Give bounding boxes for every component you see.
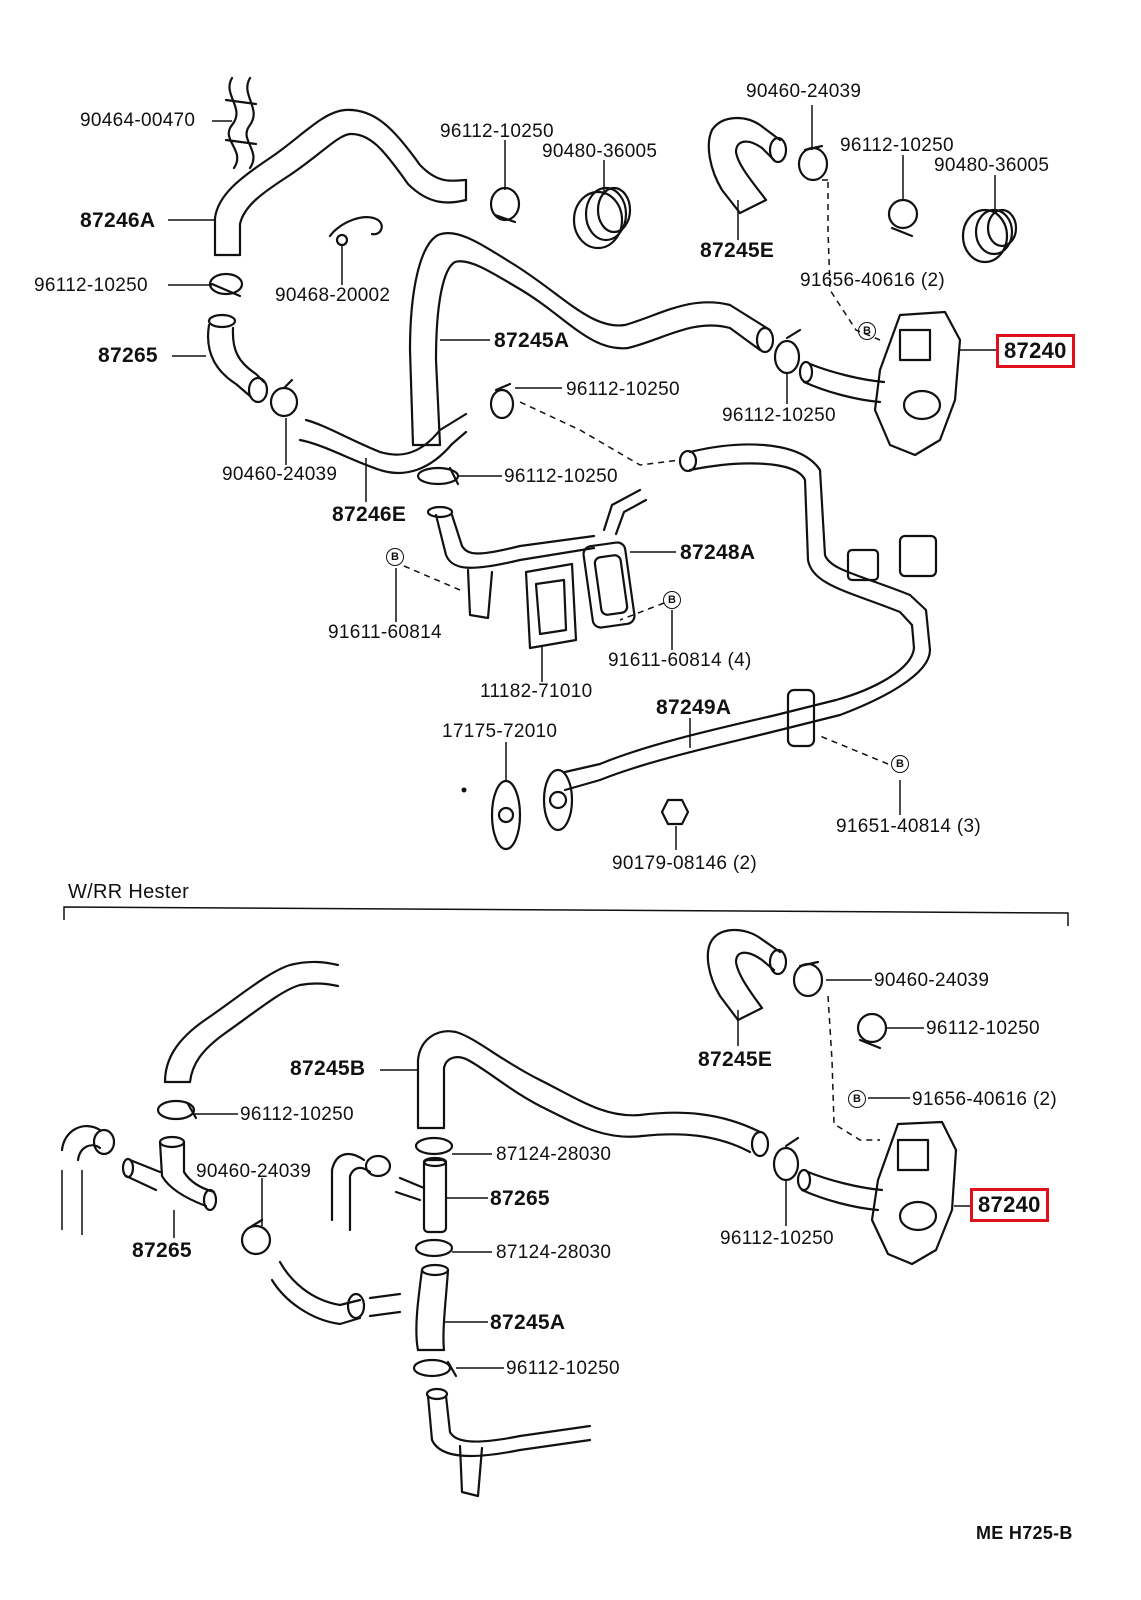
label-87248a: 87248A [680,541,756,564]
label-b-96112-10250-left: 96112-10250 [240,1104,354,1125]
hose-upper-left-bottom [163,960,340,1084]
hose-87245e-bottom [706,928,788,1022]
clamp-b-90460-right [792,960,824,998]
pipe-87248a [426,488,648,629]
clamp-b-left-bottom [240,1218,272,1256]
label-b-90460-24039-left: 90460-24039 [196,1161,312,1182]
clamp-b-87124-bottom [414,1238,454,1258]
label-96112-10250-left: 96112-10250 [34,275,148,296]
clamp-near-valve-top [773,328,802,375]
clamp-b-left-top [156,1099,198,1121]
clamp-90460-left [269,378,299,418]
grommet-right [961,208,1018,264]
hose-87245e-top [707,117,788,215]
section-title: W/RR Hester [68,881,190,903]
label-90460-24039-top-right: 90460-24039 [746,81,862,102]
label-90460-24039-left: 90460-24039 [222,464,338,485]
label-90179-08146: 90179-08146 (2) [612,853,757,874]
clamp-90460-top-right [797,144,829,182]
pipe-87249a [542,443,938,832]
leader-lines-bottom [173,979,970,1369]
label-17175-72010: 17175-72010 [442,721,558,742]
valve-87240-bottom [796,1120,958,1266]
gasket-17175-72010 [490,779,522,851]
bolt-marker-1: B [858,322,876,340]
label-b-96112-10250-bottom: 96112-10250 [506,1358,620,1379]
label-b-87245a: 87245A [490,1311,566,1334]
bolt-marker-4: B [891,755,909,773]
label-87246e: 87246E [332,503,407,526]
grommet-top-center [572,186,632,250]
clamp-center [489,382,515,420]
label-b-90460-24039-right: 90460-24039 [874,970,990,991]
label-b-87240: 87240 [970,1188,1049,1222]
pipe-87265-center [422,1156,448,1234]
hose-87245a [408,231,775,447]
label-b-87124-28030-top: 87124-28030 [496,1144,612,1165]
clamp-left-1 [208,272,244,298]
clamp-right-top [887,198,919,238]
label-b-87245e: 87245E [698,1048,773,1071]
hose-87246e [298,412,468,474]
label-87240-top: 87240 [996,334,1075,368]
label-87265-top: 87265 [98,344,158,367]
hose-87245b [416,1030,770,1158]
label-b-96112-10250-valve: 96112-10250 [720,1228,834,1249]
label-91611-60814: 91611-60814 [328,622,442,643]
label-b-87265-left: 87265 [132,1239,192,1262]
clip-90464-00470 [224,76,258,170]
elbow-pipe-87265 [207,313,269,404]
label-90464-00470: 90464-00470 [80,110,196,131]
label-87246a: 87246A [80,209,156,232]
clamp-b-bottom [412,1358,458,1378]
label-87249a: 87249A [656,696,732,719]
clamp-b-near-valve [772,1136,800,1182]
label-91611-60814-4: 91611-60814 (4) [608,650,752,671]
label-b-87245b: 87245B [290,1057,366,1080]
label-11182-71010: 11182-71010 [480,681,593,702]
clip-90468-20002 [328,216,383,247]
nut-90179-08146 [660,798,690,826]
label-96112-10250-valve: 96112-10250 [722,405,836,426]
label-91656-40616-top: 91656-40616 (2) [800,270,945,291]
label-b-87124-28030-bottom: 87124-28030 [496,1242,612,1263]
label-96112-10250-top-center: 96112-10250 [440,121,554,142]
dashed-lines-bottom [827,995,880,1141]
valve-87240-top [798,310,962,457]
label-b-87265-center: 87265 [490,1187,550,1210]
clamp-b-right [856,1012,888,1050]
label-96112-10250-center: 96112-10250 [566,379,680,400]
diagram-code: ME H725-B [976,1523,1073,1543]
hose-87245a-bottom [415,1263,450,1352]
label-b-96112-10250-right: 96112-10250 [926,1018,1040,1039]
hose-87246a [213,108,468,257]
clamp-top-center [489,186,521,224]
leader-lines-top [168,105,996,850]
label-90480-36005-right: 90480-36005 [934,155,1050,176]
clamp-lower-center [416,466,460,486]
label-87245a-top: 87245A [494,329,570,352]
label-b-91656-40616: 91656-40616 (2) [912,1089,1057,1110]
label-87245e-top: 87245E [700,239,775,262]
bolt-marker-3: B [663,591,681,609]
connector-b-center-left [270,1152,426,1326]
section-bracket [63,906,1069,926]
tee-pipe-87265-left [60,1124,218,1235]
pipe-b-bottom [425,1387,592,1498]
bolt-marker-2: B [386,548,404,566]
label-96112-10250-right: 96112-10250 [840,135,954,156]
label-90468-20002: 90468-20002 [275,285,391,306]
label-90480-36005-center: 90480-36005 [542,141,658,162]
label-96112-10250-lower: 96112-10250 [504,466,618,487]
bolt-marker-b1: B [848,1090,866,1108]
dashed-lines-top [403,182,889,765]
clamp-b-87124-top [414,1136,454,1156]
label-91651-40814: 91651-40814 (3) [836,816,981,837]
gasket-11182-71010 [524,562,578,650]
